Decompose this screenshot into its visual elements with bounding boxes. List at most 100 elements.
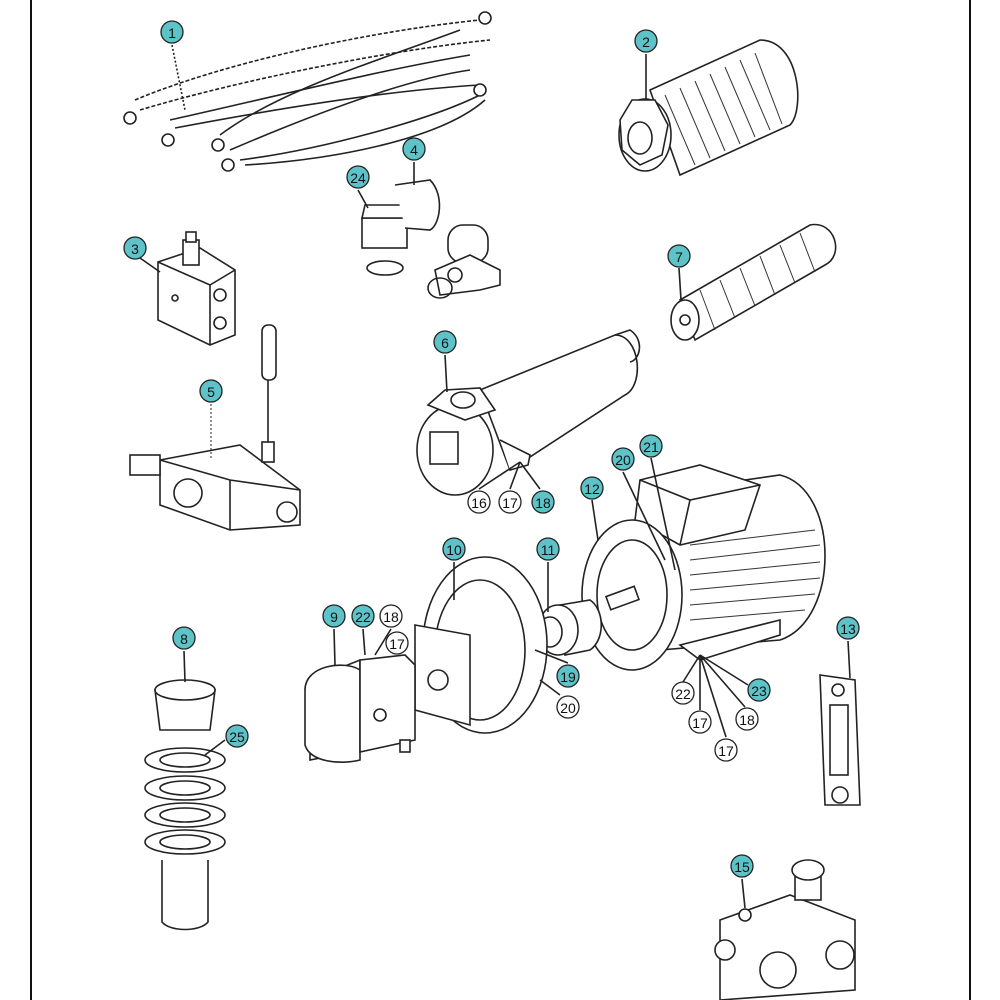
callout-directional-valve: 5 xyxy=(199,379,223,403)
callout-label: 20 xyxy=(560,700,576,716)
callout-washer: 17 xyxy=(688,710,712,734)
callout-label: 23 xyxy=(751,683,767,699)
callout-circle xyxy=(556,695,580,719)
callout-label: 7 xyxy=(675,249,683,265)
callout-gear-pump: 9 xyxy=(322,604,346,628)
callout-circle xyxy=(123,236,147,260)
bell-housing-drawing xyxy=(414,556,569,734)
callout-filler-cap: 8 xyxy=(172,626,196,650)
callout-circle xyxy=(199,379,223,403)
callout-screw: 19 xyxy=(556,664,580,688)
callout-label: 16 xyxy=(471,495,487,511)
callout-label: 6 xyxy=(441,335,449,351)
callout-label: 22 xyxy=(355,609,371,625)
callout-label: 9 xyxy=(330,609,338,625)
callout-hose-set: 1 xyxy=(160,20,184,44)
callout-label: 22 xyxy=(675,686,691,702)
callout-label: 18 xyxy=(535,495,551,511)
callout-label: 5 xyxy=(207,384,215,400)
callout-circle xyxy=(172,626,196,650)
callout-circle xyxy=(351,604,375,628)
callout-filter-housing: 6 xyxy=(433,330,457,354)
callout-circle xyxy=(747,678,771,702)
callout-circle xyxy=(536,537,560,561)
callout-circle xyxy=(639,434,663,458)
callout-bolt: 23 xyxy=(747,678,771,702)
callout-circle xyxy=(611,447,635,471)
callout-nut: 18 xyxy=(735,707,759,731)
callout-washer: 17 xyxy=(714,738,738,762)
callout-coupling: 11 xyxy=(536,537,560,561)
level-gauge-drawing xyxy=(819,640,861,806)
callout-circle xyxy=(667,244,691,268)
callout-label: 15 xyxy=(734,859,750,875)
callout-label: 25 xyxy=(229,729,245,745)
callout-circle xyxy=(688,710,712,734)
callout-circle xyxy=(379,604,403,628)
callout-label: 18 xyxy=(383,609,399,625)
callout-washer: 17 xyxy=(385,631,409,655)
callout-label: 17 xyxy=(389,636,405,652)
callout-circle xyxy=(531,490,555,514)
callout-gasket-set: 25 xyxy=(225,724,249,748)
callout-circle xyxy=(580,476,604,500)
hose-set-drawing xyxy=(123,11,492,172)
callout-circle xyxy=(160,20,184,44)
callout-label: 18 xyxy=(739,712,755,728)
callout-filter-element-small: 7 xyxy=(667,244,691,268)
callout-circle xyxy=(402,137,426,161)
callout-circle xyxy=(556,664,580,688)
callout-solenoid-coil: 4 xyxy=(402,137,426,161)
callout-label: 17 xyxy=(692,715,708,731)
callout-circle xyxy=(671,681,695,705)
gear-pump-drawing xyxy=(304,628,416,763)
callout-valve-block: 3 xyxy=(123,236,147,260)
callout-label: 3 xyxy=(131,241,139,257)
callout-level-gauge: 13 xyxy=(836,616,860,640)
filter-housing-drawing xyxy=(416,329,641,496)
callout-washer: 17 xyxy=(498,490,522,514)
callout-label: 17 xyxy=(502,495,518,511)
flow-divider-drawing xyxy=(714,859,856,1000)
callout-label: 11 xyxy=(541,542,556,558)
callout-label: 21 xyxy=(643,439,659,455)
callout-label: 19 xyxy=(560,669,576,685)
callout-nut: 18 xyxy=(379,604,403,628)
callout-circle xyxy=(730,854,754,878)
callout-label: 4 xyxy=(410,142,418,158)
callout-circle xyxy=(346,165,370,189)
callout-label: 10 xyxy=(446,542,462,558)
callout-nut: 18 xyxy=(531,490,555,514)
filter-element-large-drawing xyxy=(618,39,799,177)
callout-circle xyxy=(442,537,466,561)
callout-label: 20 xyxy=(615,452,631,468)
callout-circle xyxy=(498,490,522,514)
callout-screw: 22 xyxy=(351,604,375,628)
callout-screw: 22 xyxy=(671,681,695,705)
callout-label: 12 xyxy=(584,481,600,497)
callout-label: 24 xyxy=(350,170,366,186)
callout-circle xyxy=(225,724,249,748)
callout-solenoid-connector: 24 xyxy=(346,165,370,189)
callout-label: 17 xyxy=(718,743,734,759)
callout-screw: 20 xyxy=(556,695,580,719)
callout-circle xyxy=(836,616,860,640)
callout-electric-motor: 12 xyxy=(580,476,604,500)
callout-circle xyxy=(735,707,759,731)
callout-circle xyxy=(433,330,457,354)
callout-circle xyxy=(714,738,738,762)
filler-cap-drawing xyxy=(144,650,226,931)
directional-valve-drawing xyxy=(129,324,301,531)
callout-label: 13 xyxy=(840,621,856,637)
callout-screw: 20 xyxy=(611,447,635,471)
valve-block-drawing xyxy=(139,231,236,346)
filter-element-small-drawing xyxy=(670,223,837,342)
callout-label: 8 xyxy=(180,631,188,647)
electric-motor-drawing xyxy=(581,457,826,738)
callout-circle xyxy=(634,29,658,53)
callout-screw: 16 xyxy=(467,490,491,514)
callout-label: 2 xyxy=(642,34,650,50)
callout-circle xyxy=(322,604,346,628)
callout-filter-element-large: 2 xyxy=(634,29,658,53)
